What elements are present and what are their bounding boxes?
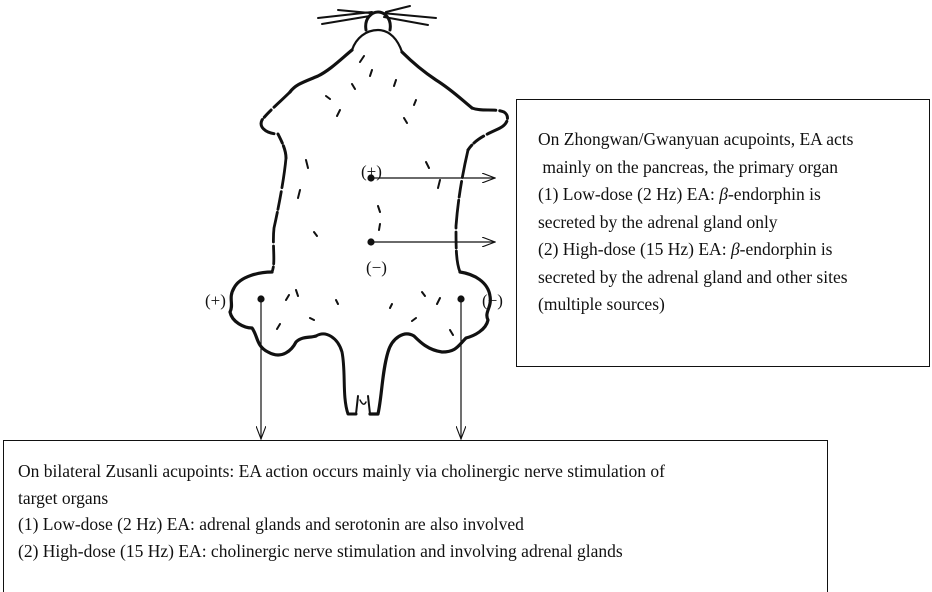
zhongwan-line-5-start: (2) High-dose (15 Hz) EA: (538, 239, 731, 259)
label-abdomen-lower-polarity: (−) (366, 258, 387, 278)
label-left-leg-polarity: (+) (205, 291, 226, 311)
zusanli-description-box: On bilateral Zusanli acupoints: EA actio… (3, 440, 828, 592)
electrode-left-leg (257, 295, 264, 439)
zhongwan-line-7: (multiple sources) (538, 291, 929, 319)
rat-body-outline (230, 50, 507, 414)
zhongwan-line-3-end: -endorphin is (728, 184, 821, 204)
label-abdomen-upper-polarity: (+) (361, 162, 382, 182)
beta-symbol: β (731, 239, 740, 259)
zhongwan-line-1: On Zhongwan/Gwanyuan acupoints, EA acts (538, 126, 929, 154)
zusanli-line-2: target organs (18, 485, 827, 512)
zhongwan-line-5: (2) High-dose (15 Hz) EA: β-endorphin is (538, 236, 929, 264)
zhongwan-gwanyuan-description-box: On Zhongwan/Gwanyuan acupoints, EA acts … (516, 99, 930, 367)
zhongwan-line-6: secreted by the adrenal gland and other … (538, 264, 929, 292)
zhongwan-line-5-end: -endorphin is (740, 239, 833, 259)
electrode-abdomen-upper (367, 174, 495, 181)
zusanli-line-1: On bilateral Zusanli acupoints: EA actio… (18, 458, 827, 485)
rat-head (318, 6, 436, 52)
zhongwan-line-4: secreted by the adrenal gland only (538, 209, 929, 237)
electrode-abdomen-lower (367, 238, 495, 245)
fur-markings (277, 56, 453, 335)
zhongwan-line-3-start: (1) Low-dose (2 Hz) EA: (538, 184, 719, 204)
label-right-leg-polarity: (−) (482, 291, 503, 311)
zusanli-line-4: (2) High-dose (15 Hz) EA: cholinergic ne… (18, 538, 827, 565)
beta-symbol: β (719, 184, 728, 204)
zhongwan-line-3: (1) Low-dose (2 Hz) EA: β-endorphin is (538, 181, 929, 209)
zhongwan-line-2: mainly on the pancreas, the primary orga… (538, 154, 929, 182)
zusanli-line-3: (1) Low-dose (2 Hz) EA: adrenal glands a… (18, 511, 827, 538)
electrode-right-leg (457, 295, 464, 439)
